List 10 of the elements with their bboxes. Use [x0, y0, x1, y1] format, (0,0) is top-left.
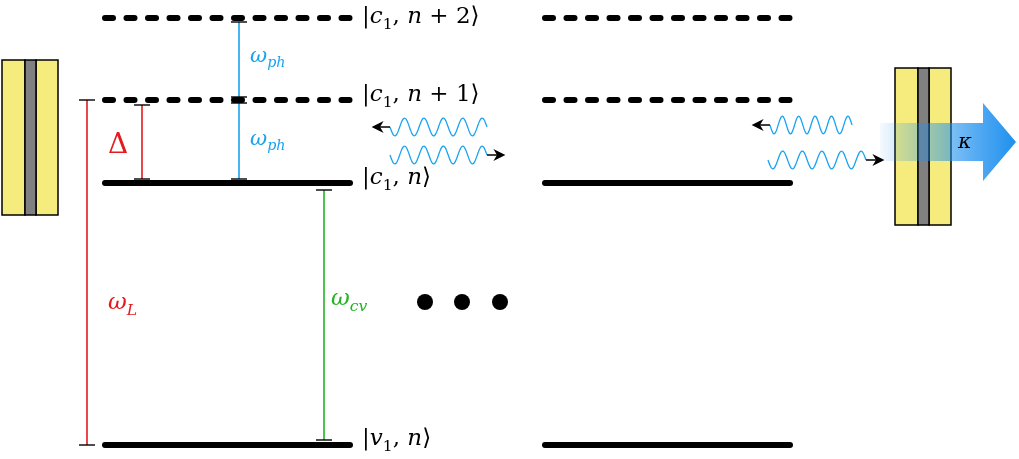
detuning-label: Δ [108, 127, 129, 161]
state-label: |c$_{1}$, n + 2⟩ [362, 2, 480, 34]
decay-rate-label: κ [958, 129, 972, 155]
frequency-label: ω$_{L}$ [108, 288, 138, 320]
state-label: |c$_{1}$, n⟩ [362, 163, 432, 195]
frequency-label: ω$_{ph}$ [250, 126, 286, 155]
frequency-label: ω$_{ph}$ [250, 43, 286, 72]
state-label: |c$_{1}$, n + 1⟩ [362, 80, 480, 112]
frequency-label: ω$_{cv}$ [331, 284, 368, 316]
state-label: |v$_{1}$, n⟩ [362, 424, 432, 456]
